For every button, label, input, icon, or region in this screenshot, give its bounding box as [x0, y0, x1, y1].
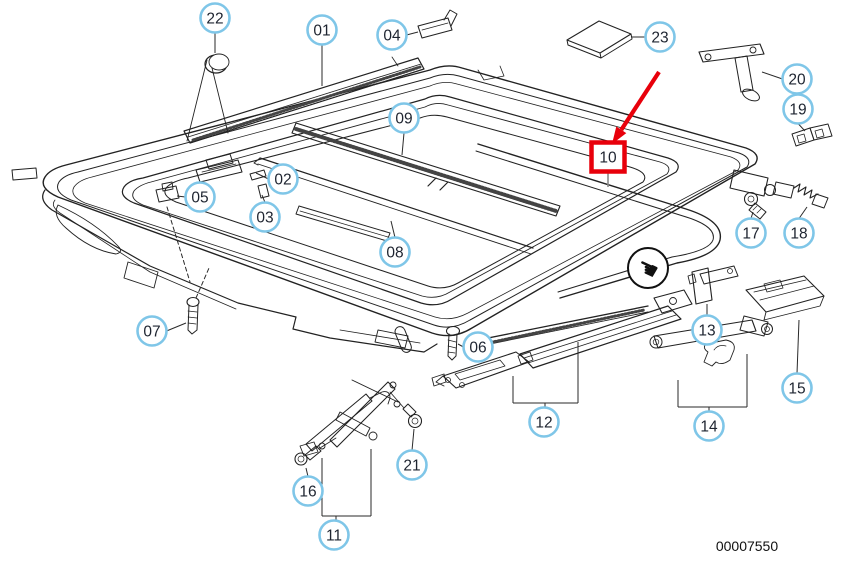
part-deflector-strip	[295, 205, 391, 242]
callout-13[interactable]: 13	[691, 314, 723, 346]
callout-label: 19	[789, 102, 806, 119]
part-rail-01	[183, 56, 425, 144]
callout-label: 17	[742, 226, 759, 243]
part-cap-22	[186, 53, 230, 142]
callout-label: 12	[535, 415, 552, 432]
part-assembly-11	[299, 379, 401, 457]
callout-label: 11	[326, 528, 342, 545]
callout-label: 07	[143, 324, 160, 341]
callout-03[interactable]: 03	[249, 201, 281, 233]
callout-label: 14	[700, 419, 718, 436]
callout-15[interactable]: 15	[781, 372, 813, 404]
part-front-panel	[42, 189, 438, 353]
callout-07[interactable]: 07	[136, 315, 168, 347]
part-clip-19	[791, 123, 833, 147]
part-frame-outline	[11, 65, 758, 337]
callout-11[interactable]: 11	[318, 519, 350, 551]
part-cassette-12	[431, 289, 693, 389]
callout-label: 23	[651, 30, 668, 47]
leader-lines	[166, 31, 808, 520]
callout-label: 13	[698, 323, 715, 340]
part-bracket-20	[698, 43, 765, 102]
callout-label: 10	[599, 150, 617, 167]
part-latch-05	[155, 153, 243, 283]
callout-06[interactable]: 06	[462, 331, 494, 363]
callout-19[interactable]: 19	[782, 93, 814, 125]
callout-16[interactable]: 16	[292, 475, 324, 507]
part-pin-03	[257, 183, 270, 199]
part-pad-23	[566, 20, 633, 59]
callouts-layer: 01 02 03 04 05 06 07 08 09 10 11 12 13 14 15 16 17 18 19 20…	[136, 2, 815, 551]
part-cable-18	[793, 183, 829, 209]
callout-10-highlighted[interactable]: 10	[589, 140, 627, 174]
callout-14[interactable]: 14	[693, 410, 725, 442]
callout-18[interactable]: 18	[783, 217, 815, 249]
part-rail-08	[253, 157, 534, 255]
part-bracket-13	[687, 265, 739, 305]
callout-label: 22	[206, 11, 223, 28]
part-seal-10	[164, 114, 722, 299]
callout-label: 04	[383, 28, 401, 45]
callout-12[interactable]: 12	[528, 406, 560, 438]
part-drive-housing	[729, 169, 795, 199]
callout-label: 05	[191, 190, 208, 207]
callout-22[interactable]: 22	[199, 2, 231, 34]
callout-label: 01	[313, 23, 330, 40]
part-screw-16	[294, 437, 337, 466]
callout-label: 20	[788, 72, 806, 89]
callout-17[interactable]: 17	[735, 217, 767, 249]
diagram-code: 00007550	[716, 538, 779, 554]
callout-09[interactable]: 09	[388, 102, 420, 134]
callout-02[interactable]: 02	[267, 163, 299, 195]
part-screw-07	[186, 267, 210, 335]
part-lower-rail	[394, 305, 649, 353]
callout-label: 03	[256, 210, 273, 227]
callout-label: 02	[274, 172, 291, 189]
callout-23[interactable]: 23	[644, 21, 676, 53]
part-clip-04	[417, 9, 458, 39]
part-rail-09	[291, 122, 561, 217]
part-pin-02	[249, 169, 267, 181]
highlight-arrow	[612, 70, 661, 144]
callout-label: 16	[299, 484, 316, 501]
callout-label: 15	[788, 381, 805, 398]
callout-label: 08	[386, 245, 403, 262]
pointer-hand-icon[interactable]: ☚	[627, 247, 669, 289]
frame-artwork	[11, 9, 833, 466]
callout-label: 09	[395, 111, 412, 128]
callout-01[interactable]: 01	[306, 14, 338, 46]
callout-label: 21	[403, 458, 420, 475]
callout-04[interactable]: 04	[376, 19, 408, 51]
callout-05[interactable]: 05	[184, 181, 216, 213]
callout-label: 18	[790, 226, 807, 243]
callout-20[interactable]: 20	[781, 63, 813, 95]
callout-label: 06	[469, 340, 486, 357]
part-screw-06	[445, 325, 461, 361]
part-screw-17	[743, 191, 767, 220]
part-channel-15	[745, 275, 825, 321]
callout-08[interactable]: 08	[379, 236, 411, 268]
callout-21[interactable]: 21	[396, 449, 428, 481]
part-screw-21	[389, 391, 423, 429]
